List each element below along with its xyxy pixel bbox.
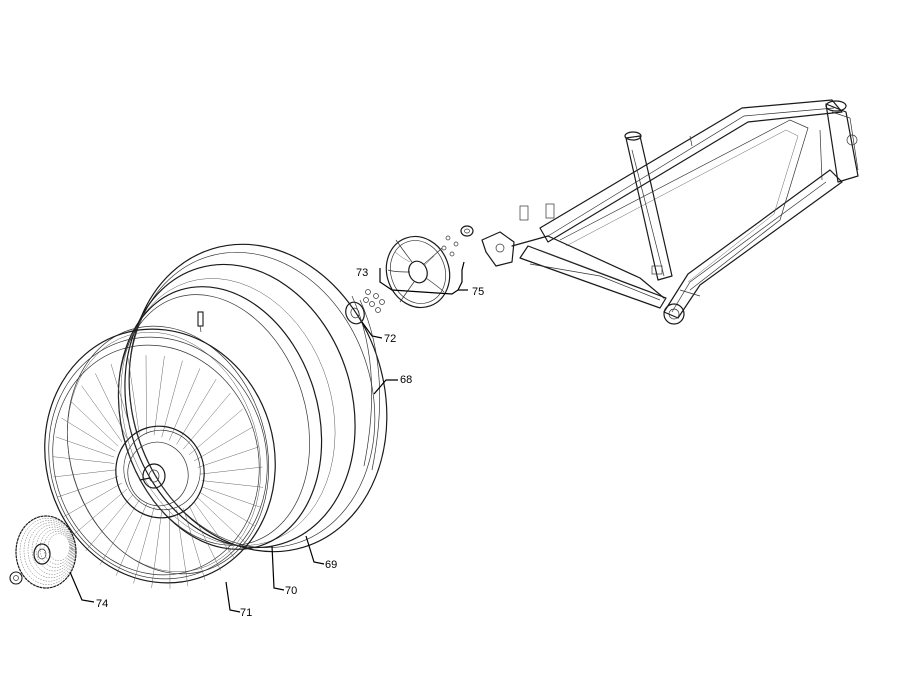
cassette-sprocket xyxy=(27,522,74,579)
spoke xyxy=(169,509,171,589)
spoke xyxy=(52,456,115,464)
cassette-sprocket xyxy=(39,528,72,568)
cassette-sprocket xyxy=(47,533,70,562)
spoke xyxy=(110,363,133,436)
spoke xyxy=(63,482,123,517)
spoke xyxy=(188,409,243,456)
spoke xyxy=(201,486,261,508)
spoke xyxy=(176,509,189,587)
spoke xyxy=(85,494,134,552)
cassette xyxy=(9,515,77,589)
spoke xyxy=(57,476,119,498)
spoke xyxy=(145,355,147,435)
spoke xyxy=(176,379,217,445)
spoke xyxy=(81,385,123,442)
leader-lines xyxy=(69,261,468,613)
brake-rotor xyxy=(385,235,451,309)
callout-71: 71 xyxy=(240,607,252,619)
spoke xyxy=(161,360,183,438)
spoke xyxy=(168,368,201,441)
spoke xyxy=(61,417,116,452)
spoke xyxy=(73,488,128,535)
spoke xyxy=(99,499,140,565)
spoke xyxy=(200,492,255,527)
axle-nut-hardware xyxy=(441,225,474,257)
spoke xyxy=(151,508,163,588)
spoke xyxy=(197,497,246,544)
spoke xyxy=(53,469,116,478)
spoke xyxy=(201,480,264,488)
inner-tube xyxy=(117,286,323,550)
spoke xyxy=(55,436,115,458)
callout-75: 75 xyxy=(472,286,484,298)
spoke xyxy=(182,392,231,450)
callout-70: 70 xyxy=(285,585,297,597)
callout-74: 74 xyxy=(96,598,108,610)
callout-73: 73 xyxy=(356,267,368,279)
spoke xyxy=(183,508,206,581)
spoke xyxy=(197,446,259,468)
spoke xyxy=(188,505,221,571)
callout-69: 69 xyxy=(325,559,337,571)
cassette-sprocket xyxy=(35,526,73,572)
wheel-assembly xyxy=(44,328,276,589)
spoke xyxy=(70,400,119,447)
spoke xyxy=(200,466,263,475)
spoke xyxy=(133,506,155,584)
spoke xyxy=(115,503,148,576)
spoke xyxy=(153,356,165,436)
callout-68: 68 xyxy=(400,374,412,386)
cassette-sprocket xyxy=(15,515,77,589)
spoke xyxy=(127,357,140,435)
tire xyxy=(120,243,388,553)
cassette-sprocket xyxy=(31,524,74,575)
bike-frame xyxy=(481,99,859,325)
spoke xyxy=(95,373,128,439)
cassette-sprocket xyxy=(23,520,75,582)
rim-strip xyxy=(66,325,270,575)
cassette-sprocket xyxy=(43,531,71,565)
spoke xyxy=(193,502,235,559)
rotor-bolts xyxy=(363,289,385,313)
callout-72: 72 xyxy=(384,333,396,345)
spoke xyxy=(193,427,253,462)
cassette-sprocket xyxy=(19,517,76,585)
